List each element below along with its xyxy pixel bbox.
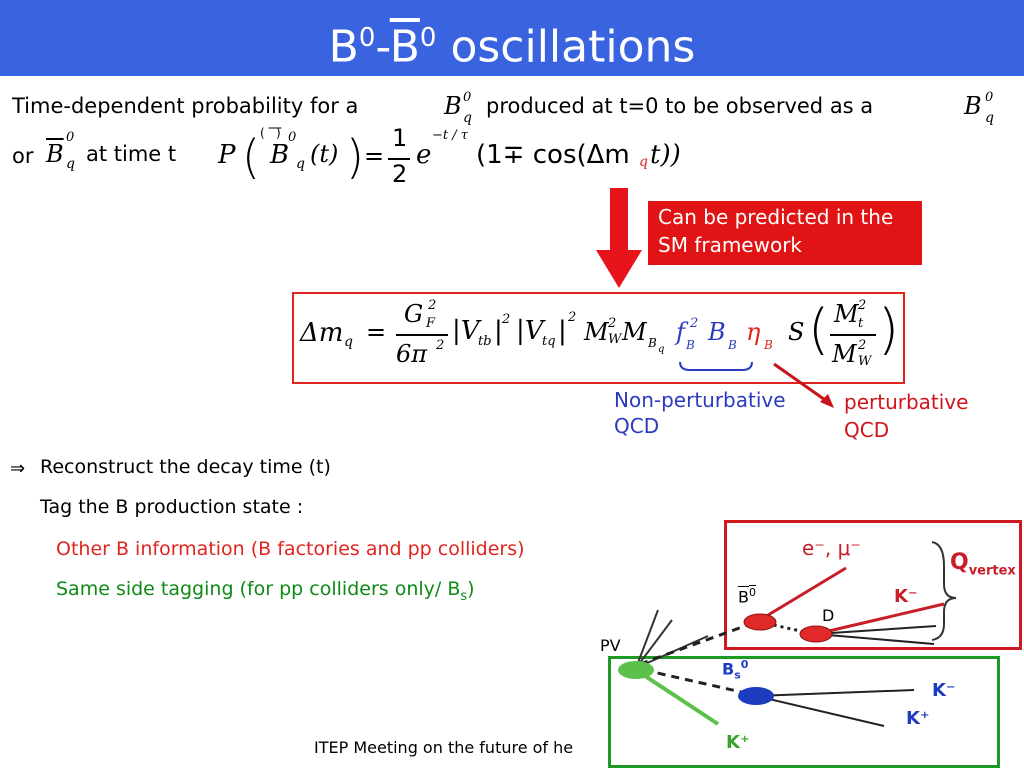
d-meson-label: D xyxy=(822,606,835,625)
lepton-label: e⁻, μ⁻ xyxy=(802,536,861,560)
k-minus-top-label: K⁻ xyxy=(894,586,918,607)
q-vertex-label: Qvertex xyxy=(950,550,1016,579)
sm-prediction-callout: Can be predicted in the SM framework xyxy=(648,201,922,265)
implies-icon: ⇒ xyxy=(10,458,26,479)
pv-label: PV xyxy=(600,636,621,655)
pert-label-2: QCD xyxy=(844,418,890,442)
slide-title: B0-B0 oscillations xyxy=(328,21,696,73)
k-plus-green-label: K⁺ xyxy=(726,732,750,753)
intro-text-mid: produced at t=0 to be observed as a xyxy=(486,94,874,118)
bbar-meson-symbol: B xyxy=(46,140,64,168)
bs-label: Bs0 xyxy=(722,658,749,682)
step-tag: Tag the B production state : xyxy=(40,496,304,518)
bbar-sub: q xyxy=(66,156,75,172)
b-meson-sub-2: q xyxy=(985,110,994,126)
title-bar xyxy=(0,0,1024,76)
probability-formula: P ( ( ) — B 0 q (t) ) = 1 2 e −t / τ (1∓… xyxy=(218,120,681,188)
nonpert-label-2: QCD xyxy=(614,414,660,438)
or-text: or xyxy=(12,144,34,168)
down-arrow-icon xyxy=(596,188,642,288)
b-meson-sup: 0 xyxy=(463,90,472,105)
pert-label-1: perturbative xyxy=(844,390,969,414)
step-reconstruct: Reconstruct the decay time (t) xyxy=(40,456,331,478)
b0bar-label: B0 xyxy=(738,586,756,607)
nonpert-label-1: Non-perturbative xyxy=(614,388,786,412)
intro-text: Time-dependent probability for a xyxy=(12,94,359,118)
b-meson-symbol: B xyxy=(444,92,462,120)
tagging-box-green xyxy=(608,656,1000,768)
delta-m-formula: Δm q = G 2 F 6π 2 |V tb | 2 |V tq | 2 M … xyxy=(300,298,900,369)
k-plus-label: K⁺ xyxy=(906,708,930,729)
b-meson-sub: q xyxy=(463,110,472,126)
vertex-box-red xyxy=(724,520,1022,650)
delta-m-formula-box xyxy=(292,292,905,384)
pert-arrow-icon xyxy=(773,362,834,408)
bbar-sup: 0 xyxy=(66,130,75,145)
tagging-diagram: e⁻, μ⁻ Qvertex B0 D K⁻ PV Bs0 K⁻ K⁺ K⁺ xyxy=(596,518,1024,768)
step-other-info: Other B information (B factories and pp … xyxy=(56,538,525,560)
step-same-side: Same side tagging (for pp colliders only… xyxy=(56,578,475,604)
b-meson-sup-2: 0 xyxy=(985,90,994,105)
b-meson-symbol-2: B xyxy=(964,92,982,120)
footer-text: ITEP Meeting on the future of he xyxy=(314,738,574,757)
nonpert-brace-icon xyxy=(679,361,753,371)
at-time-text: at time t xyxy=(86,142,177,166)
k-minus-label: K⁻ xyxy=(932,680,956,701)
